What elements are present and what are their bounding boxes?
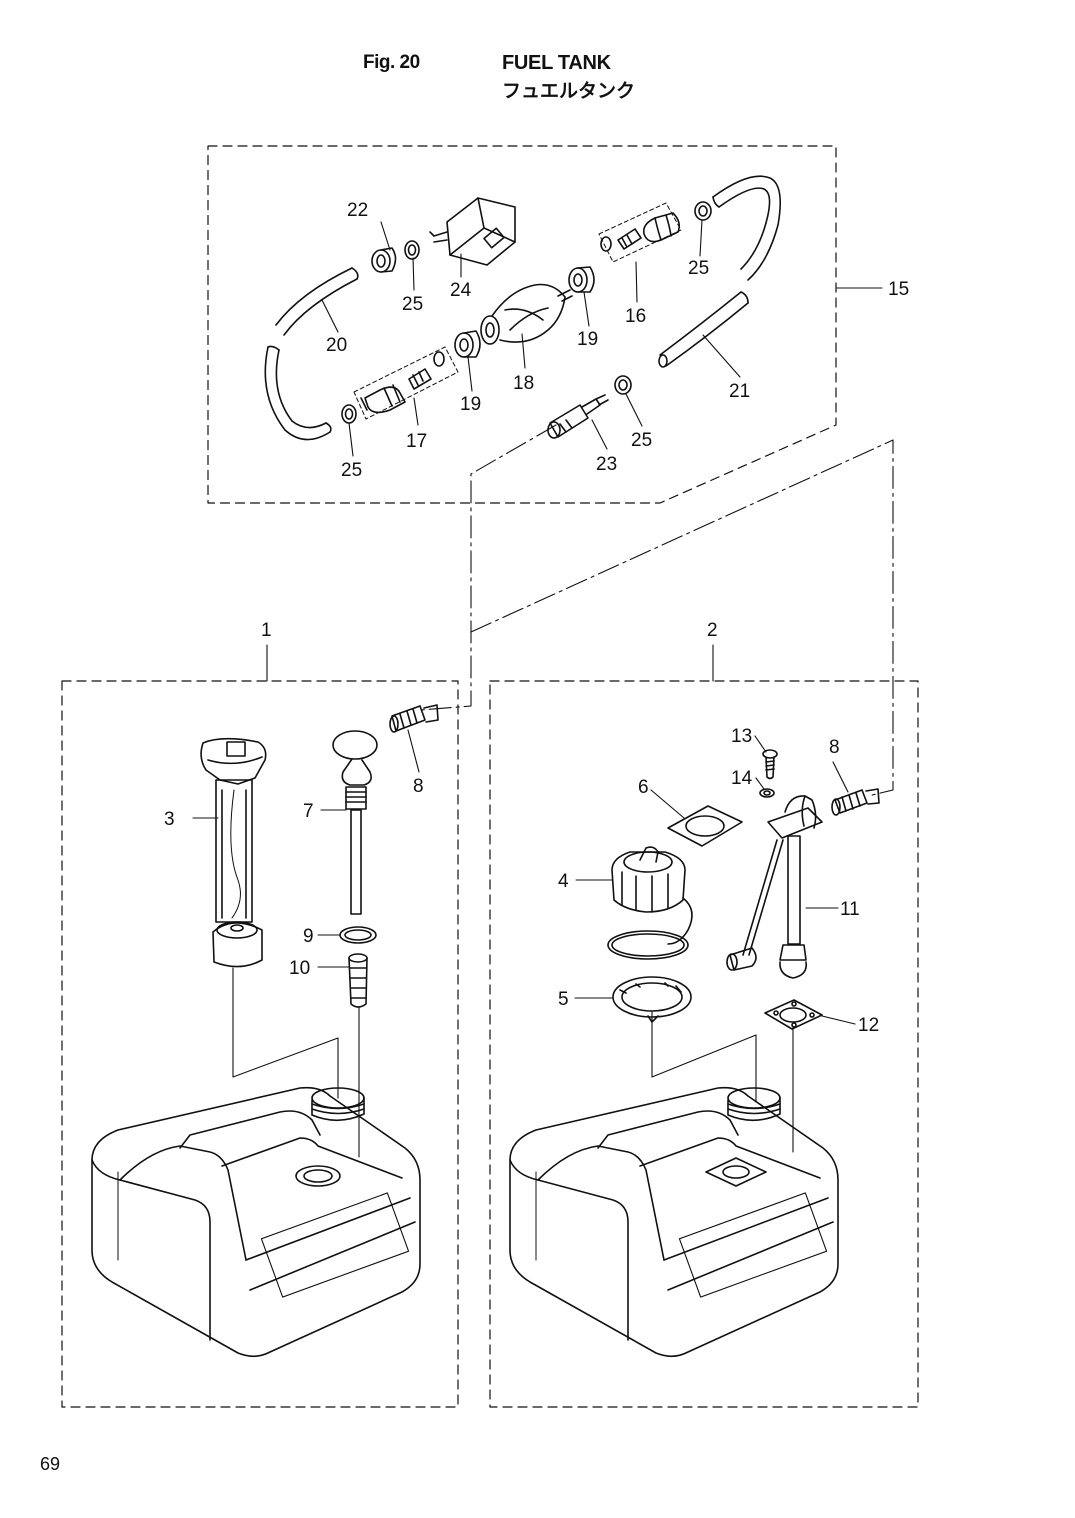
fuel-tank-body-2 [509, 1086, 839, 1358]
screw-13 [762, 749, 778, 780]
page-number: 69 [40, 1454, 61, 1474]
fuel-line-assembly-box [207, 145, 837, 504]
ring-25-lower-left [341, 404, 357, 424]
hose-20 [264, 267, 359, 441]
callout-13: 13 [731, 726, 752, 747]
callout-4: 4 [558, 871, 569, 892]
tank-1-group-box [61, 680, 459, 1408]
callout-7: 7 [303, 801, 314, 822]
fuel-tank-body-1 [91, 1086, 421, 1358]
callout-9: 9 [303, 926, 314, 947]
callout-24: 24 [450, 280, 472, 301]
fuel-cap-4 [611, 846, 693, 945]
callout-22: 22 [347, 200, 368, 221]
tank-2-group-box [489, 680, 919, 1408]
callout-16: 16 [625, 306, 646, 327]
gasket-under-cap [607, 930, 689, 960]
ring-25-lower-right [614, 375, 632, 395]
callout-18: 18 [513, 373, 534, 394]
callout-12: 12 [858, 1015, 879, 1036]
callout-17: 17 [406, 431, 427, 452]
callout-3: 3 [164, 809, 175, 830]
filter-10 [348, 953, 368, 1008]
retaining-ring-5 [612, 976, 692, 1023]
fitting-23 [547, 394, 609, 439]
fuel-gauge-3 [200, 737, 267, 968]
figure-number: Fig. 20 [363, 52, 420, 73]
gasket-6 [667, 805, 743, 847]
fuel-pickup-7 [332, 730, 378, 915]
ring-19-left [454, 330, 481, 358]
ring-25-upper-left [404, 240, 420, 260]
connector-17 [353, 346, 459, 420]
callout-21: 21 [729, 381, 750, 402]
page-title: FUEL TANK [502, 52, 611, 74]
washer-14 [759, 788, 775, 798]
o-ring-9 [339, 926, 377, 944]
callout-6: 6 [638, 777, 649, 798]
callout-20: 20 [326, 335, 347, 356]
ring-25-upper-right [694, 201, 712, 221]
callout-19: 19 [577, 329, 598, 350]
callout-25: 25 [631, 430, 652, 451]
callout-23: 23 [596, 454, 617, 475]
callout-19: 19 [460, 394, 481, 415]
connector-24 [429, 197, 516, 266]
fitting-8-tank1 [389, 704, 439, 733]
callout-labels: 22 25 24 20 18 19 16 25 21 19 17 25 23 2… [164, 200, 909, 1036]
fuel-gauge-sender-11 [726, 795, 823, 979]
gasket-12 [764, 999, 823, 1030]
callout-8: 8 [829, 737, 840, 758]
callout-10: 10 [289, 958, 310, 979]
ring-22 [371, 247, 397, 273]
alignment-lines [232, 967, 794, 1158]
fitting-8-tank2 [831, 788, 880, 816]
connection-lines [266, 424, 894, 797]
callout-8: 8 [413, 776, 424, 797]
callout-1: 1 [261, 620, 272, 641]
callout-14: 14 [731, 768, 753, 789]
callout-25: 25 [688, 258, 709, 279]
connector-16 [598, 202, 682, 263]
leader-lines [192, 219, 883, 1025]
callout-5: 5 [558, 989, 569, 1010]
ring-19-right [568, 266, 595, 293]
hose-21 [658, 175, 781, 368]
callout-25: 25 [402, 294, 423, 315]
page-title-japanese: フュエルタンク [502, 80, 636, 102]
primer-bulb-18 [480, 283, 573, 345]
callout-11: 11 [840, 899, 860, 920]
callout-2: 2 [707, 620, 718, 641]
callout-15: 15 [888, 279, 909, 300]
callout-25: 25 [341, 460, 362, 481]
